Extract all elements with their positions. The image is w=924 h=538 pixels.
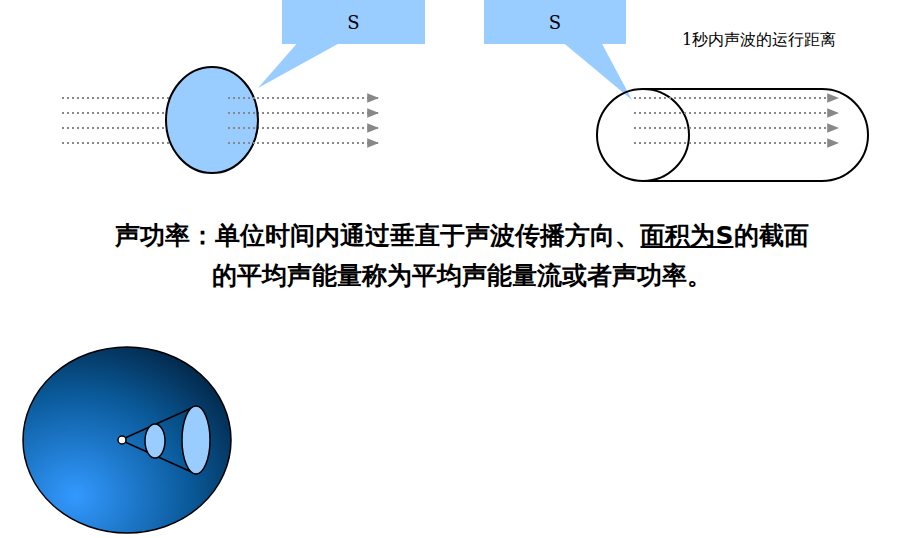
definition-part: 声功率：单位时间内通过垂直于声波传播方向、 [115,221,640,250]
wave-rays-front [228,98,258,143]
wave-rays [634,98,838,143]
cross-section-disc [166,67,258,173]
callout-label: S [549,12,561,33]
definition-part: 面积为S [640,221,733,250]
callout-pointer [258,40,345,88]
definition-part: 的平均声能量称为平均声能量流或者声功率。 [6,256,918,296]
callout-label: S [347,12,359,33]
distance-note: 1秒内声波的运行距离 [682,30,836,51]
callout-box: S [484,0,626,44]
sound-field [23,347,231,533]
definition-part: 的截面 [734,221,809,250]
callout-pointer [560,40,632,100]
callout-box: S [282,0,425,44]
definition-text: 声功率：单位时间内通过垂直于声波传播方向、面积为S的截面的平均声能量称为平均声能… [6,216,918,296]
spreading-cone [118,406,210,474]
cylinder [597,89,868,181]
